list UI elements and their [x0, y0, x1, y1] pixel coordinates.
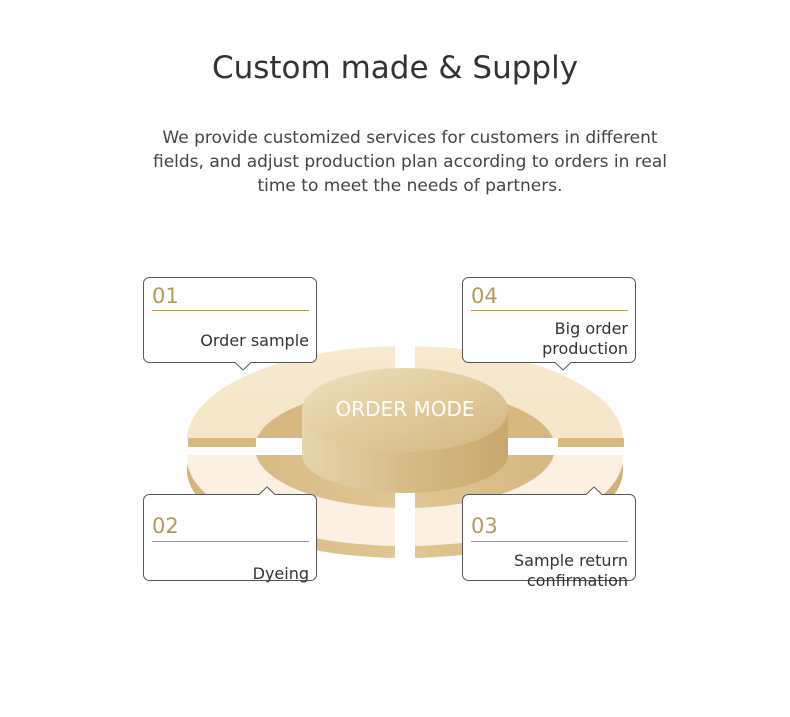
step-divider — [471, 310, 628, 311]
step-number: 01 — [152, 284, 179, 308]
ring-cut-left — [188, 438, 256, 447]
step-divider — [152, 310, 309, 311]
step-number: 04 — [471, 284, 498, 308]
card-frame — [462, 277, 636, 371]
card-frame — [462, 486, 636, 581]
page-title: Custom made & Supply — [211, 50, 579, 86]
step-label: Dyeing — [252, 564, 309, 583]
center-label: ORDER MODE — [335, 397, 475, 421]
card-frame — [143, 486, 317, 581]
step-number: 03 — [471, 514, 498, 538]
step-divider — [471, 541, 628, 542]
step-number: 02 — [152, 514, 179, 538]
step-label-line-2: production — [542, 339, 628, 358]
center-cylinder — [302, 368, 508, 493]
step-divider — [152, 541, 309, 542]
step-label-line-1: Big order — [554, 319, 628, 338]
step-label-line-1: Sample return — [514, 551, 628, 570]
step-card-01: 01 Order sample — [143, 277, 317, 371]
intro-line-3: time to meet the needs of partners. — [257, 176, 563, 196]
ring-cut-right — [558, 438, 624, 447]
step-label: Order sample — [200, 331, 309, 350]
step-card-04: 04 Big order production — [462, 277, 636, 371]
step-card-03: 03 Sample return confirmation — [462, 486, 636, 590]
intro-line-1: We provide customized services for custo… — [162, 128, 658, 148]
card-frame — [143, 277, 317, 371]
intro-line-2: fields, and adjust production plan accor… — [152, 152, 668, 172]
step-card-02: 02 Dyeing — [143, 486, 317, 583]
intro-paragraph: We provide customized services for custo… — [150, 126, 670, 198]
step-label-line-2: confirmation — [526, 571, 628, 590]
